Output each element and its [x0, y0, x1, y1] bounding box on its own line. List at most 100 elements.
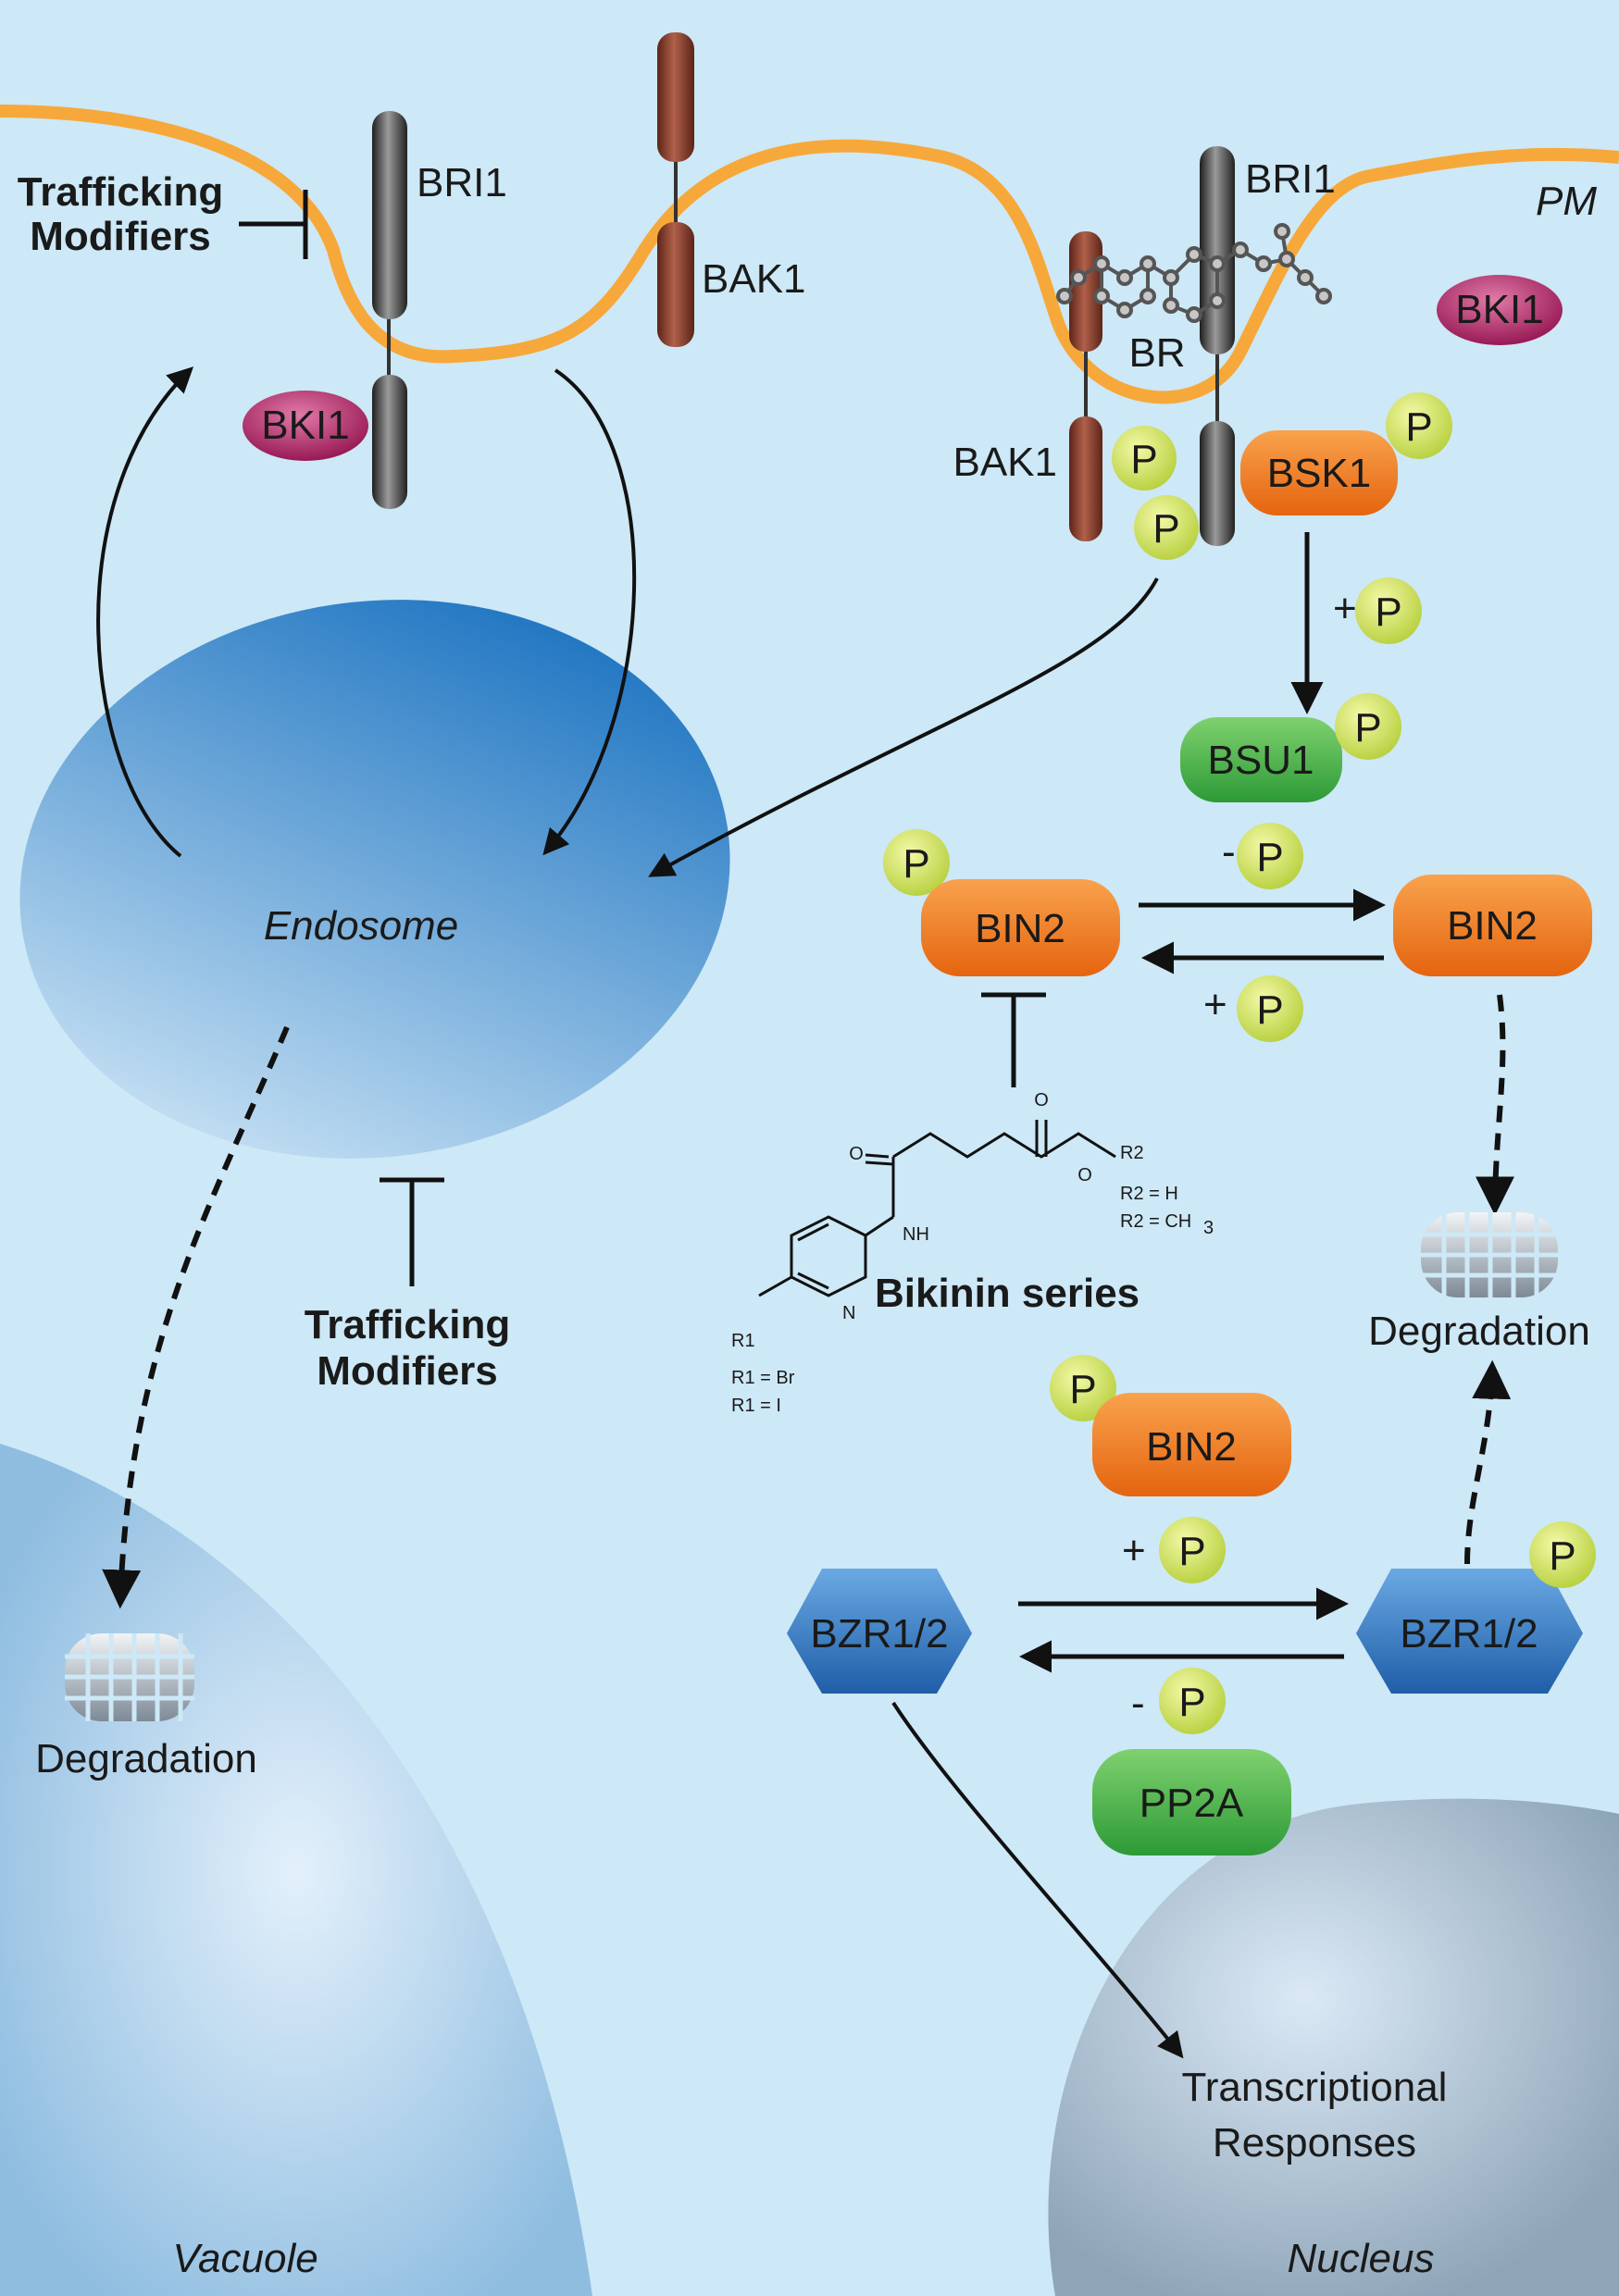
- br-label: BR: [1128, 330, 1185, 376]
- bri1-right-receptor: [1200, 146, 1235, 546]
- bikinin-atom-nh: NH: [903, 1224, 929, 1245]
- bikinin-r2-ch3: R2 = CH: [1120, 1211, 1191, 1232]
- svg-text:P: P: [1256, 987, 1283, 1033]
- arrow-bzr-nucleus: [891, 1701, 1184, 2059]
- svg-text:P: P: [1256, 835, 1283, 880]
- pp2a: [1092, 1749, 1291, 1855]
- transcriptional-line2: Responses: [1213, 2120, 1416, 2166]
- bikinin-title: Bikinin series: [875, 1271, 1140, 1316]
- bzr-left: [787, 1569, 972, 1694]
- inhibition-bikinin: [981, 992, 1046, 1087]
- phospho-add-bsu1: P: [1355, 577, 1422, 644]
- phospho-bak1-a: P: [1112, 426, 1177, 490]
- bikinin-r1-i: R1 = I: [731, 1396, 781, 1416]
- endosome-shape: [19, 600, 730, 1159]
- proteasome-icon-right: [1421, 1212, 1558, 1297]
- bri1-left-label: BRI1: [417, 160, 507, 205]
- bsk1: [1240, 430, 1398, 515]
- plus-sign-bzr: +: [1122, 1528, 1146, 1573]
- svg-text:P: P: [1178, 1529, 1205, 1574]
- phospho-bin2-left: P: [883, 829, 950, 896]
- bzr-left-label: BZR1/2: [810, 1611, 948, 1657]
- trafficking-mid-line1: Trafficking: [305, 1302, 511, 1347]
- bri1-left-receptor: [372, 111, 407, 509]
- trafficking-top-line2: Modifiers: [30, 214, 211, 259]
- plasma-membrane: [0, 105, 1619, 404]
- bikinin-atom-n: N: [842, 1303, 855, 1323]
- bin2-left: [921, 879, 1120, 976]
- bki1-right-label: BKI1: [1455, 287, 1543, 332]
- bak1-left-label: BAK1: [702, 256, 806, 302]
- bikinin-r1-br: R1 = Br: [731, 1368, 795, 1388]
- bak1-right-label: BAK1: [953, 440, 1057, 485]
- bikinin-r2-ch3-sub: 3: [1203, 1218, 1214, 1238]
- svg-text:P: P: [1375, 590, 1401, 635]
- endosome-label: Endosome: [264, 903, 458, 949]
- arrow-bin2-degradation: [1476, 994, 1515, 1216]
- bki1-left-label: BKI1: [261, 403, 349, 448]
- bikinin-r2-h: R2 = H: [1120, 1184, 1178, 1204]
- svg-text:P: P: [1178, 1680, 1205, 1725]
- bikinin-atom-o1: O: [1034, 1090, 1049, 1111]
- arrow-bzr-degradation: [1464, 1359, 1512, 1565]
- bin2-lower-label: BIN2: [1146, 1424, 1237, 1470]
- bikinin-r1: R1: [731, 1331, 755, 1351]
- svg-text:P: P: [1069, 1367, 1096, 1412]
- plus-sign-bsu1: +: [1333, 586, 1357, 631]
- bin2-right: [1393, 875, 1592, 976]
- degradation-right-label: Degradation: [1368, 1309, 1590, 1354]
- svg-text:P: P: [1354, 705, 1381, 751]
- inhibition-top: [239, 190, 308, 259]
- trafficking-mid-line2: Modifiers: [317, 1348, 498, 1394]
- phospho-bak1-b: P: [1134, 495, 1199, 560]
- svg-text:P: P: [1549, 1533, 1575, 1579]
- phospho-remove-bin2: P: [1237, 823, 1303, 889]
- svg-text:P: P: [903, 841, 929, 887]
- bin2-right-label: BIN2: [1447, 903, 1538, 949]
- phospho-bin2-lower: P: [1050, 1355, 1116, 1421]
- phospho-add-bzr: P: [1159, 1517, 1226, 1583]
- arrow-endosome-to-pm: [96, 366, 194, 858]
- phospho-bsu1: P: [1335, 693, 1401, 760]
- phospho-add-bin2: P: [1237, 975, 1303, 1042]
- bki1-right: [1437, 275, 1563, 345]
- phospho-bzr-right: P: [1529, 1521, 1596, 1588]
- vacuole-shape: [0, 1444, 592, 2296]
- brassinosteroid-molecule: [1056, 223, 1332, 323]
- vacuole-label: Vacuole: [172, 2236, 318, 2281]
- nucleus-label: Nucleus: [1288, 2236, 1435, 2281]
- bki1-left: [243, 391, 368, 461]
- bin2-lower: [1092, 1393, 1291, 1496]
- pp2a-label: PP2A: [1140, 1781, 1244, 1826]
- bikinin-atom-o2: O: [849, 1144, 864, 1164]
- bin2-left-label: BIN2: [975, 906, 1065, 951]
- bak1-left-receptor: [657, 32, 694, 347]
- nucleus-shape: [1048, 1798, 1619, 2296]
- proteasome-icon-vacuole: [65, 1633, 194, 1721]
- degradation-vacuole-label: Degradation: [35, 1736, 257, 1781]
- pm-label: PM: [1536, 179, 1597, 224]
- phospho-bsk1: P: [1386, 392, 1452, 459]
- plus-sign-bin2: +: [1203, 982, 1227, 1027]
- svg-text:P: P: [1152, 506, 1179, 552]
- transcriptional-line1: Transcriptional: [1182, 2065, 1448, 2110]
- minus-sign-bzr: -: [1131, 1681, 1145, 1726]
- minus-sign-bin2: -: [1222, 829, 1236, 875]
- bsk1-label: BSK1: [1267, 451, 1372, 496]
- svg-text:P: P: [1130, 437, 1157, 482]
- bikinin-structure: [758, 1120, 1116, 1297]
- bzr-right: [1356, 1569, 1583, 1694]
- bikinin-r2: R2: [1120, 1143, 1144, 1163]
- bsu1: [1180, 717, 1342, 802]
- svg-text:P: P: [1405, 404, 1432, 450]
- bzr-right-label: BZR1/2: [1400, 1611, 1538, 1657]
- bikinin-atom-o3: O: [1077, 1165, 1092, 1185]
- inhibition-mid: [380, 1177, 444, 1286]
- trafficking-top-line1: Trafficking: [18, 169, 224, 215]
- arrow-pm-to-endosome: [542, 368, 637, 856]
- arrow-complex-endosome: [648, 577, 1159, 877]
- bsu1-label: BSU1: [1208, 738, 1314, 783]
- bri1-right-label: BRI1: [1245, 156, 1336, 202]
- phospho-remove-bzr: P: [1159, 1668, 1226, 1734]
